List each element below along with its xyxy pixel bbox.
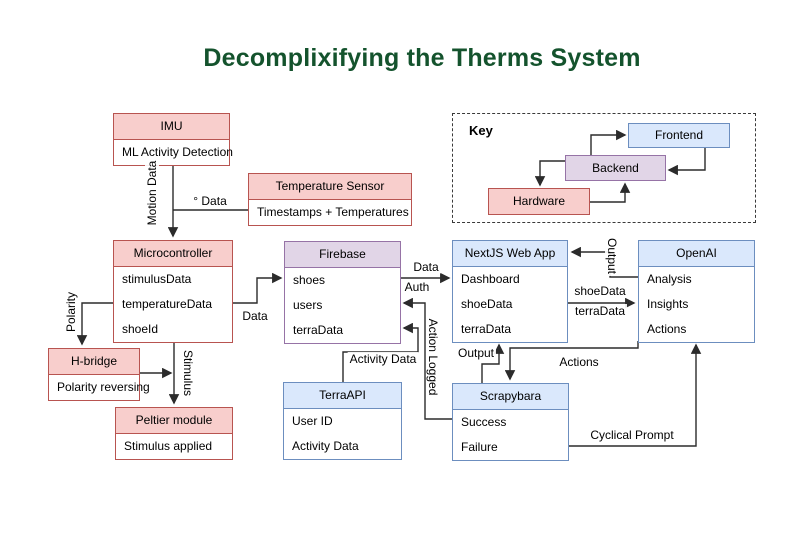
key-box xyxy=(452,113,756,223)
node-title-firebase: Firebase xyxy=(285,242,400,268)
node-row: User ID xyxy=(292,414,333,428)
edge-label-terra-api-to-firebase: Activity Data xyxy=(347,352,419,366)
node-row: Actions xyxy=(647,322,687,336)
edge-label-firebase-to-nextjs-web-app: Data xyxy=(411,260,441,274)
node-row: temperatureData xyxy=(122,297,213,311)
edge-label-openai-to-scrapybara: Actions xyxy=(557,355,601,369)
node-row: stimulusData xyxy=(122,272,192,286)
node-title-terra-api: TerraAPI xyxy=(284,383,401,409)
edge-microcontroller-to-firebase xyxy=(233,272,283,304)
key-item-backend[interactable]: Backend xyxy=(565,155,666,181)
edge-key-hardware-to-backend xyxy=(590,182,631,203)
diagram-title: Decomplixifying the Therms System xyxy=(203,44,641,72)
node-row: Failure xyxy=(461,440,498,454)
node-row: Insights xyxy=(647,297,689,311)
node-row: Polarity reversing xyxy=(57,380,150,394)
node-row: Timestamps + Temperatures xyxy=(257,205,409,219)
key-item-hardware[interactable]: Hardware xyxy=(488,188,590,215)
edge-openai-to-scrapybara xyxy=(504,341,639,381)
node-row: ML Activity Detection xyxy=(122,145,233,159)
edge-label-scrapybara-to-firebase: Auth xyxy=(402,280,432,294)
edge-label-microcontroller-to-h-bridge: Polarity xyxy=(64,289,78,335)
edge-label-temperature-sensor-to-motion-line: ° Data xyxy=(191,194,229,208)
node-title-scrapybara: Scrapybara xyxy=(453,384,568,410)
node-row: shoeData xyxy=(461,297,513,311)
node-row: terraData xyxy=(461,322,512,336)
node-row: Analysis xyxy=(647,272,692,286)
edge-label-openai-to-nextjs-web-app: Output xyxy=(605,235,619,277)
key-label: Key xyxy=(469,123,493,138)
key-item-frontend[interactable]: Frontend xyxy=(628,123,730,148)
node-imu[interactable]: IMU ML Activity Detection xyxy=(113,113,233,166)
edge-label-scrapybara-to-firebase: Action Logged xyxy=(426,316,440,398)
node-title-temperature-sensor: Temperature Sensor xyxy=(249,174,411,200)
node-row: terraData xyxy=(293,323,344,337)
node-row: shoes xyxy=(293,273,326,287)
edge-key-backend-to-hardware xyxy=(534,160,565,187)
edge-label-nextjs-web-app-to-openai: shoeData xyxy=(572,284,628,298)
edge-label-scrapybara-to-nextjs-web-app: Output xyxy=(455,346,497,360)
edge-label-imu-to-microcontroller: Motion Data xyxy=(145,158,159,228)
node-terra-api[interactable]: TerraAPI User ID Activity Data xyxy=(283,382,402,460)
node-title-nextjs-web-app: NextJS Web App xyxy=(453,241,567,267)
node-row: Activity Data xyxy=(292,439,359,453)
node-firebase[interactable]: Firebase shoes users terraData xyxy=(284,241,401,344)
node-row: Stimulus applied xyxy=(124,439,213,453)
node-row: users xyxy=(293,298,323,312)
node-microcontroller[interactable]: Microcontroller stimulusData temperatureDa… xyxy=(113,240,233,343)
edge-label-microcontroller-to-firebase: Data xyxy=(240,309,270,323)
edge-key-backend-to-frontend xyxy=(590,129,627,155)
node-row: Dashboard xyxy=(461,272,520,286)
edge-scrapybara-to-firebase xyxy=(402,297,452,420)
edge-scrapybara-to-nextjs-web-app xyxy=(481,343,505,383)
node-title-h-bridge: H-bridge xyxy=(49,349,139,375)
node-title-peltier-module: Peltier module xyxy=(116,408,232,434)
edge-label-nextjs-web-app-to-openai: terraData xyxy=(572,304,628,318)
node-title-openai: OpenAI xyxy=(639,241,754,267)
node-title-microcontroller: Microcontroller xyxy=(114,241,232,267)
edge-label-scrapybara-to-openai: Cyclical Prompt xyxy=(588,428,676,442)
node-row: Success xyxy=(461,415,507,429)
edge-scrapybara-to-openai xyxy=(569,343,702,447)
edge-key-frontend-to-backend xyxy=(667,148,706,176)
node-row: shoeId xyxy=(122,322,159,336)
edge-label-microcontroller-to-peltier-module: Stimulus xyxy=(181,347,195,399)
edge-microcontroller-to-h-bridge xyxy=(76,302,113,346)
node-title-imu: IMU xyxy=(114,114,229,140)
